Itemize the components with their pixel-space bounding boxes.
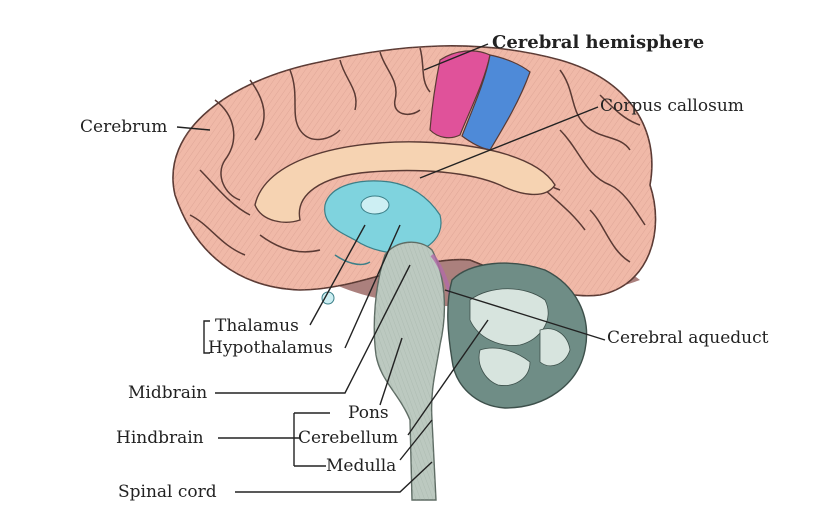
leader-cerebellum [407, 319, 489, 436]
label-medulla: Medulla [326, 456, 397, 476]
magenta-region [429, 50, 491, 139]
label-hindbrain: Hindbrain [116, 428, 204, 448]
label-cerebral-aqueduct: Cerebral aqueduct [607, 328, 769, 348]
leader-cerebral-hemisphere [423, 43, 489, 71]
label-pons: Pons [348, 403, 389, 423]
leader-pons [379, 337, 403, 406]
label-hypothalamus: Hypothalamus [208, 338, 333, 358]
leader-cerebral-aqueduct [444, 289, 606, 341]
leader-cerebrum [176, 126, 211, 131]
leader-corpus-callosum [419, 106, 599, 179]
label-corpus-callosum: Corpus callosum [600, 96, 744, 116]
leader-midbrain [215, 264, 411, 394]
cerebellum-folia [469, 288, 571, 386]
label-cerebral-hemisphere: Cerebral hemisphere [492, 32, 705, 53]
label-cerebrum: Cerebrum [80, 117, 168, 137]
leader-thalamus [309, 224, 366, 326]
ventricle-region [324, 180, 442, 254]
label-cerebellum: Cerebellum [298, 428, 399, 448]
leader-spinal-cord [235, 461, 433, 493]
label-midbrain: Midbrain [128, 383, 208, 403]
corpus-callosum-shape [254, 141, 556, 223]
label-spinal-cord: Spinal cord [118, 482, 217, 502]
label-thalamus: Thalamus [215, 316, 299, 336]
leader-hindbrain [218, 412, 330, 467]
bracket-thalamus [203, 320, 210, 354]
leader-medulla [399, 419, 433, 461]
leader-hypothalamus [344, 224, 401, 349]
